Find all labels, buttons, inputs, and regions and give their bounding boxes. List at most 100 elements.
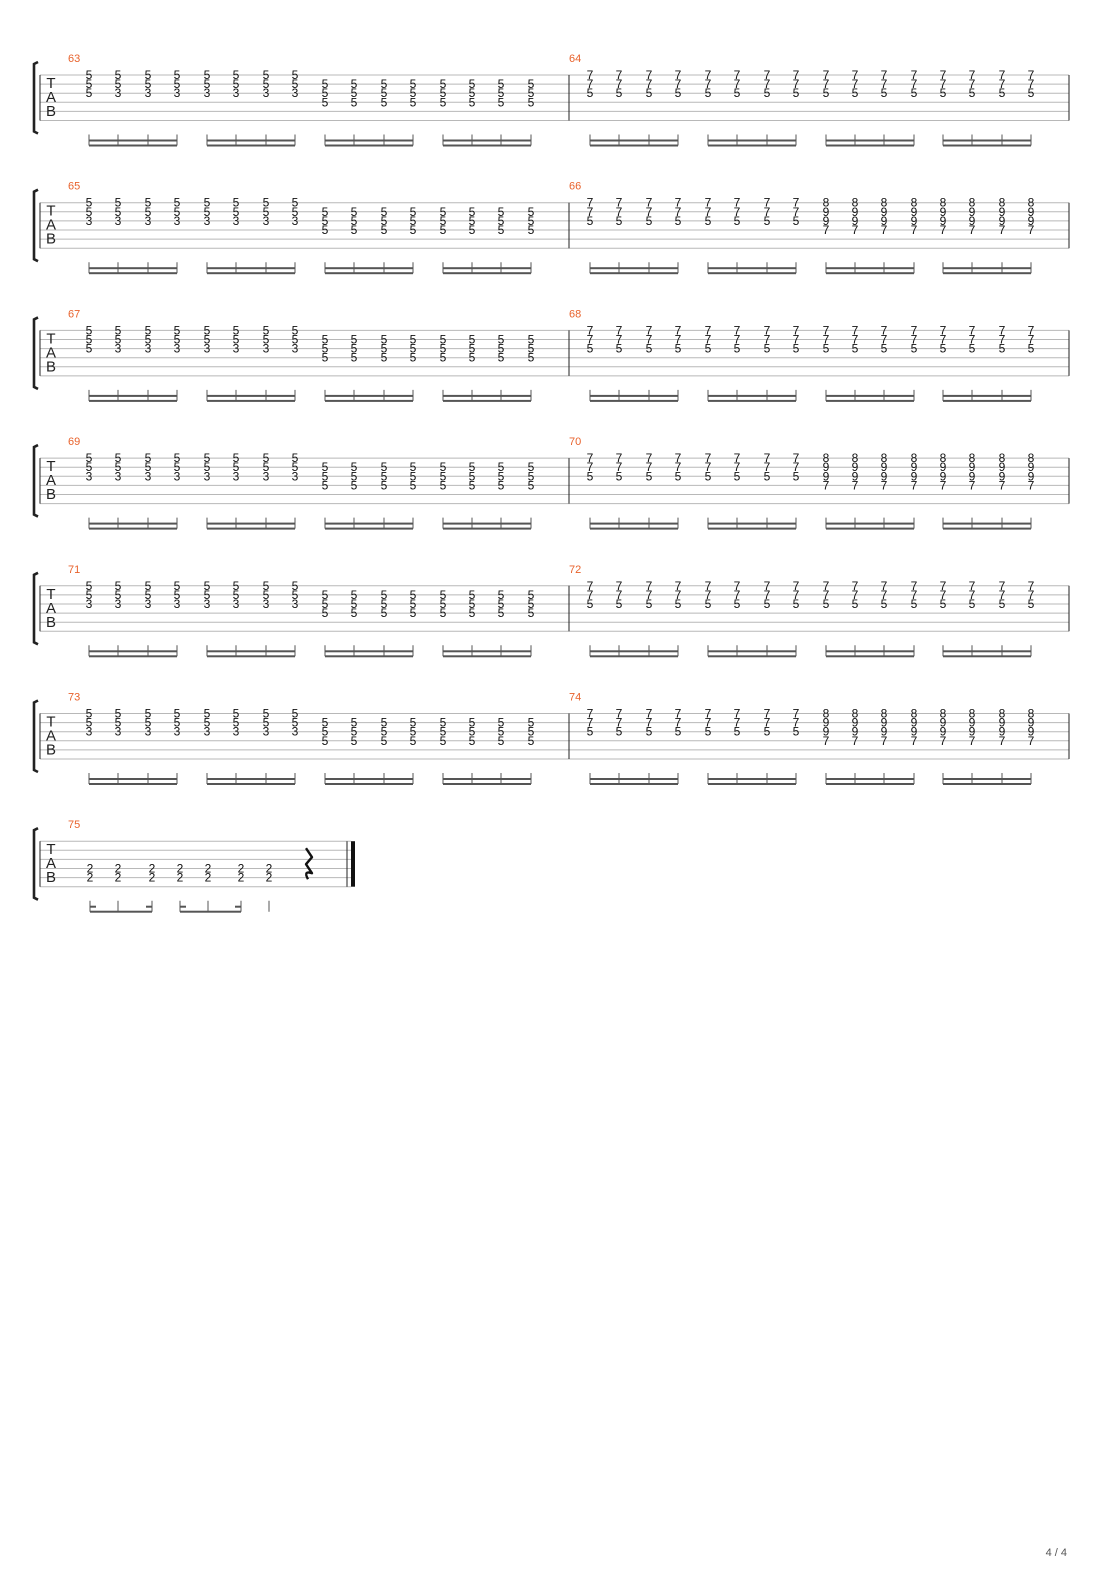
fret-number: 7 — [940, 333, 947, 347]
beam — [89, 783, 177, 785]
fret-number: 5 — [440, 725, 447, 739]
fret-number: 5 — [410, 214, 417, 228]
system-bracket — [32, 188, 39, 263]
fret-number: 7 — [823, 734, 830, 748]
fret-number: 5 — [263, 205, 270, 219]
fret-number: 5 — [528, 597, 535, 611]
fret-number: 9 — [969, 725, 976, 739]
fret-number: 7 — [852, 588, 859, 602]
fret-number: 5 — [587, 469, 594, 483]
beam — [826, 522, 914, 525]
fret-number: 5 — [233, 77, 240, 91]
fret-number: 2 — [266, 871, 273, 885]
fret-number: 5 — [793, 597, 800, 611]
fret-number: 7 — [823, 77, 830, 91]
fret-number: 5 — [381, 205, 388, 219]
fret-number: 7 — [969, 323, 976, 337]
beam — [708, 650, 796, 653]
chord: 775 — [881, 323, 888, 401]
fret-number: 7 — [969, 333, 976, 347]
fret-number: 9 — [823, 716, 830, 730]
chord: 553 — [86, 451, 93, 529]
chord: 555 — [86, 323, 93, 401]
chord: 775 — [734, 707, 741, 784]
fret-number: 5 — [410, 460, 417, 474]
fret-number: 5 — [86, 68, 93, 82]
chord: 553 — [86, 707, 93, 784]
tab-clef-letter: T — [46, 714, 55, 731]
fret-number: 5 — [705, 725, 712, 739]
fret-number: 7 — [616, 323, 623, 337]
chord: 775 — [675, 579, 682, 657]
fret-number: 5 — [528, 342, 535, 356]
fret-number: 7 — [646, 323, 653, 337]
fret-number: 7 — [793, 205, 800, 219]
quarter-rest-icon — [304, 847, 314, 880]
fret-number: 5 — [528, 469, 535, 483]
fret-number: 5 — [498, 725, 505, 739]
fret-number: 5 — [675, 597, 682, 611]
fret-number: 7 — [940, 77, 947, 91]
fret-number: 7 — [881, 588, 888, 602]
fret-number: 9 — [999, 214, 1006, 228]
fret-number: 7 — [911, 68, 918, 82]
beam — [207, 522, 295, 525]
chord: 775 — [1028, 323, 1035, 401]
chord: 775 — [852, 579, 859, 657]
fret-number: 2 — [149, 862, 156, 876]
fret-number: 5 — [646, 597, 653, 611]
beam — [443, 267, 531, 270]
chord: 553 — [115, 196, 122, 274]
chord: 775 — [734, 196, 741, 274]
fret-number: 8 — [881, 451, 888, 465]
fret-number: 5 — [145, 333, 152, 347]
fret-number: 8 — [1028, 707, 1035, 721]
fret-number: 3 — [292, 342, 299, 356]
staff-system: TAB6955355355355355355355355355555555555… — [32, 436, 1070, 530]
fret-number: 5 — [351, 478, 358, 492]
chord: 553 — [86, 579, 93, 657]
fret-number: 5 — [410, 469, 417, 483]
fret-number: 5 — [793, 469, 800, 483]
fret-number: 5 — [1028, 86, 1035, 100]
tab-clef-letter: T — [46, 75, 55, 92]
beam — [708, 522, 796, 525]
fret-number: 5 — [969, 86, 976, 100]
fret-number: 7 — [793, 579, 800, 593]
fret-number: 7 — [969, 579, 976, 593]
fret-number: 5 — [469, 77, 476, 91]
tab-clef-letter: A — [46, 728, 56, 745]
fret-number: 5 — [86, 196, 93, 210]
fret-number: 7 — [940, 588, 947, 602]
fret-number: 5 — [410, 725, 417, 739]
fret-number: 5 — [440, 478, 447, 492]
tab-clef-letter: T — [46, 203, 55, 220]
fret-number: 5 — [498, 478, 505, 492]
fret-number: 5 — [86, 77, 93, 91]
fret-number: 5 — [174, 205, 181, 219]
fret-number: 5 — [322, 214, 329, 228]
fret-number: 3 — [115, 86, 122, 100]
chord: 553 — [233, 68, 240, 146]
fret-number: 5 — [469, 351, 476, 365]
fret-number: 7 — [587, 579, 594, 593]
fret-number: 7 — [969, 68, 976, 82]
fret-number: 5 — [469, 223, 476, 237]
measure-number: 66 — [569, 181, 581, 193]
fret-number: 5 — [528, 223, 535, 237]
fret-number: 2 — [115, 862, 122, 876]
fret-number: 5 — [793, 86, 800, 100]
beam — [943, 655, 1031, 658]
fret-number: 5 — [498, 333, 505, 347]
fret-number: 5 — [381, 223, 388, 237]
fret-number: 9 — [852, 725, 859, 739]
measure-number: 75 — [68, 819, 80, 831]
system-bracket — [32, 443, 39, 518]
fret-number: 5 — [115, 451, 122, 465]
fret-number: 7 — [764, 205, 771, 219]
chord: 775 — [587, 707, 594, 784]
chord: 775 — [969, 579, 976, 657]
